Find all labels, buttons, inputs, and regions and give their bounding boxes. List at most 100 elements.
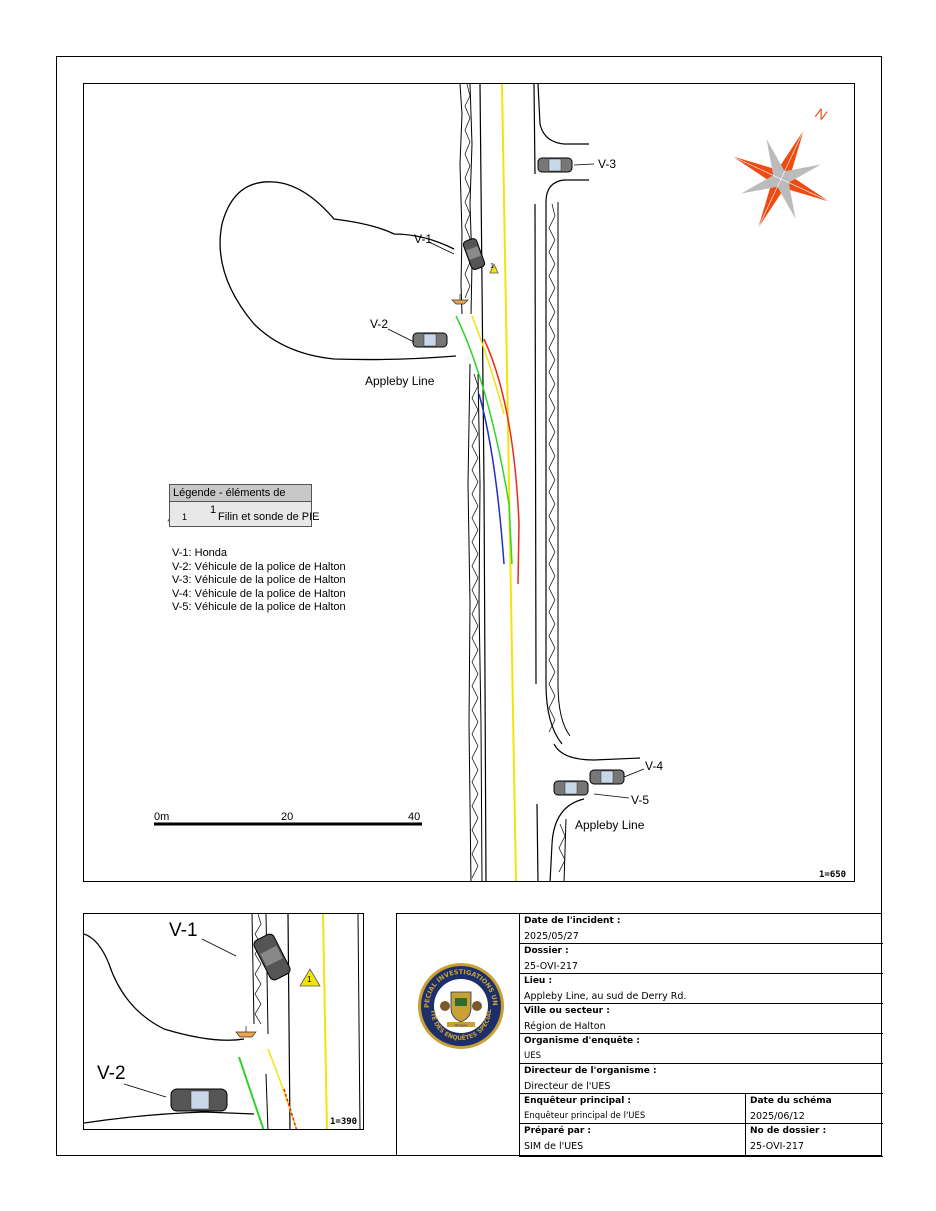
inset-curb-south	[265, 1073, 269, 1129]
vehicle-v2	[412, 332, 448, 348]
trace-blue	[478, 393, 505, 565]
inset-curb-hatch	[254, 914, 262, 1025]
field-file-number: No de dossier : 25-OVI-217	[746, 1124, 884, 1157]
inset-trace-red	[283, 1088, 298, 1129]
field-city: Ville ou secteur : Région de Halton	[519, 1004, 883, 1034]
field-value: Directeur de l'UES	[524, 1081, 611, 1092]
inset-trace-green	[238, 1056, 265, 1129]
legend-marker-number: 1	[182, 512, 188, 522]
field-value: 25-OVI-217	[750, 1141, 804, 1152]
device-object	[451, 294, 469, 305]
inset-scale-ratio: 1=390	[330, 1117, 358, 1127]
field-label: Organisme d'enquête :	[524, 1036, 640, 1046]
label-v1: V-1	[414, 232, 433, 246]
vehicle-list-item: V-1: Honda	[172, 547, 228, 559]
west-loop-road	[219, 181, 457, 361]
field-label: Enquêteur principal :	[524, 1096, 632, 1106]
drawing-sheet	[56, 56, 882, 1156]
compass-rose	[731, 129, 831, 229]
seal-banner-text: Ontario	[454, 1024, 467, 1028]
trace-green	[455, 315, 513, 565]
legend-item-number: 1	[210, 504, 217, 516]
se-south-curb	[549, 798, 585, 881]
field-value: 25-OVI-217	[524, 961, 578, 972]
vehicle-list: V-1: Honda V-2: Véhicule de la police de…	[172, 547, 346, 615]
legend-title: Légende - éléments de preuve	[169, 484, 312, 513]
field-value: 2025/06/12	[750, 1111, 805, 1122]
inset-evidence-marker	[299, 968, 321, 987]
legend-item-label: Filin et sonde de PIE	[218, 511, 320, 523]
ne-intersection-curb	[537, 84, 589, 145]
field-lead-investigator: Enquêteur principal : Enquêteur principa…	[520, 1094, 746, 1124]
evidence-legend: Légende - éléments de preuve 1 1 Filin e…	[169, 484, 320, 527]
main-diagram-drawing	[154, 84, 831, 881]
field-value: UES	[524, 1051, 541, 1061]
east-curb-hatch	[548, 203, 556, 733]
field-director: Directeur de l'organisme : Directeur de …	[519, 1064, 883, 1094]
east-edge-line	[534, 203, 537, 685]
trace-yellow	[471, 315, 505, 415]
inset-device-object	[235, 1026, 257, 1038]
evidence-marker-number: 1	[490, 263, 494, 270]
vehicle-list-item: V-5: Véhicule de la police de Halton	[172, 601, 346, 613]
field-agency: Organisme d'enquête : UES	[519, 1034, 883, 1064]
inset-label-v1: V-1	[169, 920, 198, 941]
inset-centre-line	[322, 914, 328, 1129]
east-curb	[545, 179, 589, 745]
field-label: Date du schéma	[750, 1096, 832, 1106]
scale-bar-mid: 20	[281, 811, 294, 823]
field-value: SIM de l'UES	[524, 1141, 584, 1152]
inset-marker-number: 1	[307, 975, 312, 984]
vehicle-v5	[553, 780, 589, 796]
label-v2: V-2	[370, 317, 389, 331]
label-v4: V-4	[645, 759, 664, 773]
field-value: Enquêteur principal de l'UES	[524, 1111, 646, 1121]
inset-curb-west	[251, 914, 255, 1025]
field-value: 2025/05/27	[524, 931, 579, 942]
scale-bar-start: 0m	[154, 811, 170, 823]
east-edge-line-north	[533, 84, 536, 175]
vehicle-v4	[589, 769, 625, 785]
field-prepared-by: Préparé par : SIM de l'UES	[520, 1124, 746, 1157]
west-curb	[459, 84, 483, 881]
field-label: Ville ou secteur :	[524, 1006, 610, 1016]
legend-row: 1 1 Filin et sonde de PIE	[169, 502, 320, 527]
inset-leader-v2	[123, 1083, 167, 1098]
field-row-prepared: Préparé par : SIM de l'UES No de dossier…	[519, 1124, 883, 1157]
field-row-investigator: Enquêteur principal : Enquêteur principa…	[519, 1094, 883, 1124]
field-value: Région de Halton	[524, 1021, 606, 1032]
vehicle-list-item: V-2: Véhicule de la police de Halton	[172, 560, 346, 573]
field-value: Appleby Line, au sud de Derry Rd.	[524, 991, 687, 1002]
road-label-south: Appleby Line	[575, 818, 645, 832]
label-v5: V-5	[631, 793, 650, 807]
inset-vehicle-v2	[170, 1088, 228, 1112]
field-label: Directeur de l'organisme :	[524, 1066, 657, 1076]
field-label: Dossier :	[524, 946, 569, 956]
east-edge-line-south	[536, 803, 539, 881]
trace-red	[483, 338, 520, 585]
inset-label-v2: V-2	[97, 1063, 126, 1084]
inset-lower-road	[84, 1111, 255, 1124]
title-block-fields: Date de l'incident : 2025/05/27 Dossier …	[519, 914, 883, 1157]
main-collision-diagram: V-1 V-2 V-3 V-4 V-5 Appleby Line Appleby…	[83, 83, 855, 882]
field-label: Préparé par :	[524, 1126, 592, 1136]
evidence-marker-1	[489, 263, 499, 274]
inset-leader-v1	[201, 938, 237, 957]
se-intersection-curb	[553, 743, 641, 761]
vehicle-v3	[537, 157, 573, 173]
field-location: Lieu : Appleby Line, au sud de Derry Rd.	[519, 974, 883, 1004]
west-edge-line	[479, 84, 487, 881]
main-scale-ratio: 1=650	[819, 870, 847, 880]
inset-edge-line	[287, 914, 291, 1129]
label-v3: V-3	[598, 157, 617, 171]
se-curb-inner	[563, 818, 567, 881]
vehicle-v1	[462, 238, 486, 270]
field-label: Date de l'incident :	[524, 916, 621, 926]
vehicle-list-item: V-3: Véhicule de la police de Halton	[172, 574, 346, 586]
centre-line	[501, 84, 517, 881]
inset-detail-diagram: V-1 V-2 1 1=390	[83, 913, 364, 1130]
field-diagram-date: Date du schéma 2025/06/12	[746, 1094, 884, 1124]
inset-loop-road	[84, 933, 245, 1041]
